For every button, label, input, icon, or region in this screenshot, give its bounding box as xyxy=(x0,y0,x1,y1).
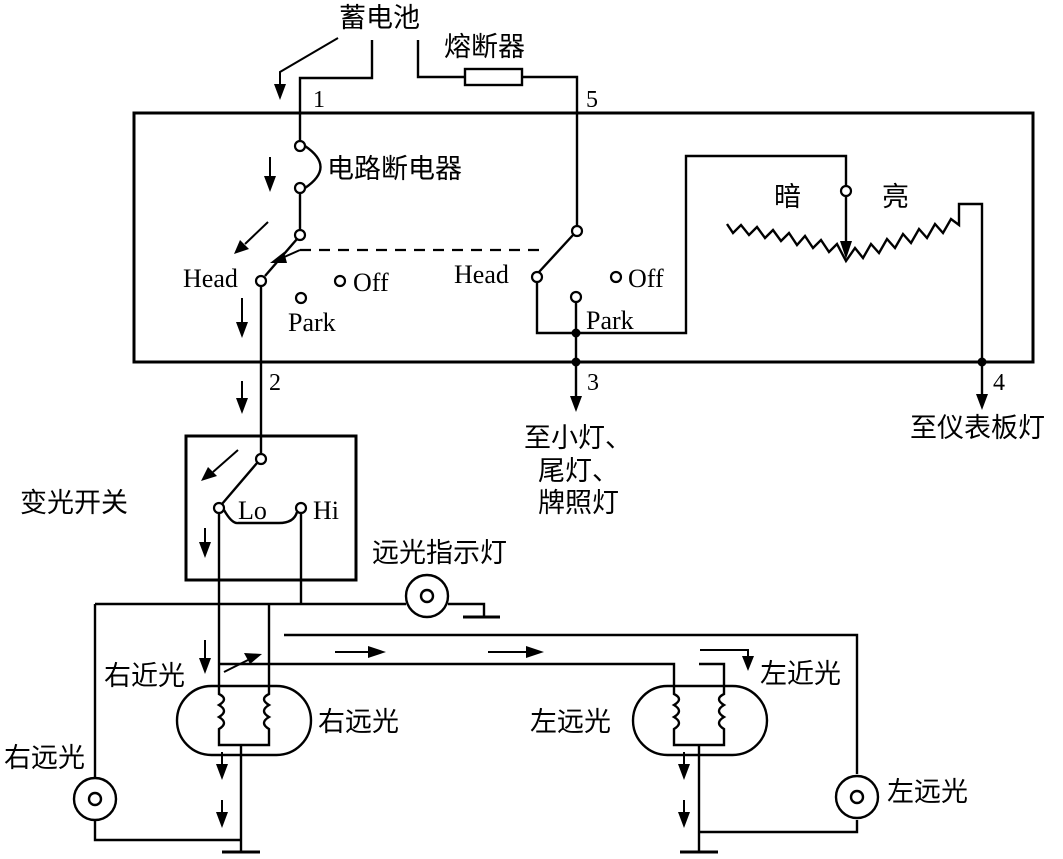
head-switch-pivot-right xyxy=(570,224,584,238)
to-dash-label: 至仪表板灯 xyxy=(910,413,1045,444)
off-right-label: Off xyxy=(628,264,664,293)
dimmer-switch-housing xyxy=(184,434,358,582)
battery-label: 蓄电池 xyxy=(339,3,420,34)
arrowhead xyxy=(234,240,249,254)
bright-label: 亮 xyxy=(882,182,909,213)
breaker-contact-top xyxy=(293,139,307,153)
headlight-switch-housing xyxy=(132,111,1035,364)
right-high-inner-label: 右远光 xyxy=(318,707,399,738)
terminal-1-label: 1 xyxy=(313,87,325,113)
right-high-arrow xyxy=(223,659,249,673)
wire-low-bus xyxy=(219,662,676,688)
terminal-3-label: 3 xyxy=(587,370,599,396)
arrowhead xyxy=(742,656,754,671)
arrowhead xyxy=(244,653,262,664)
high-beam-indicator-label: 远光指示灯 xyxy=(372,538,507,569)
blade-current-arrow-left xyxy=(244,221,269,245)
right-headlamp-bulb xyxy=(175,684,313,757)
arrowhead xyxy=(570,396,582,412)
battery-wire-1 xyxy=(298,40,374,143)
right-high-outer-filament xyxy=(87,791,103,807)
park-right-label: Park xyxy=(586,306,634,335)
arrowhead xyxy=(236,322,248,338)
terminal-5-label: 5 xyxy=(586,87,598,113)
off-left-label: Off xyxy=(353,268,389,297)
dimmer-blade xyxy=(221,462,258,505)
left-high-outer-label: 左远光 xyxy=(887,777,968,808)
fuse-label: 熔断器 xyxy=(444,32,525,63)
lo-label: Lo xyxy=(238,496,267,525)
right-high-outer-lamp xyxy=(72,776,118,822)
arrowhead xyxy=(199,658,211,674)
to-lamps-label-1: 至小灯、 xyxy=(524,423,632,454)
junction-dot xyxy=(571,357,581,367)
circuit-breaker-element xyxy=(304,145,322,189)
left-high-outer-lamp xyxy=(834,774,880,820)
wire-high-bus xyxy=(284,633,859,834)
right-high-outer-label: 右远光 xyxy=(4,743,85,774)
lo-contact xyxy=(212,501,226,515)
battery-wire-5 xyxy=(416,40,579,227)
left-low-arrow xyxy=(700,649,749,658)
rheostat-resistor xyxy=(726,202,984,398)
right-switch-blade xyxy=(538,234,574,273)
park-left-label: Park xyxy=(288,308,336,337)
park-contact-right xyxy=(569,290,583,304)
junction-dot xyxy=(977,357,987,367)
dimmer-current-arrow xyxy=(212,449,239,473)
head-left-label: Head xyxy=(183,264,238,293)
dimmer-switch-label: 变光开关 xyxy=(20,488,128,519)
hi-contact xyxy=(294,501,308,515)
breaker-contact-bottom xyxy=(293,181,307,195)
arrowhead xyxy=(678,812,690,828)
terminal-2-label: 2 xyxy=(269,370,281,396)
indicator-filament xyxy=(419,588,435,604)
high-beam-indicator-lamp xyxy=(404,573,450,619)
arrowhead xyxy=(270,252,287,263)
right-low-label: 右近光 xyxy=(104,661,185,692)
head-switch-pivot-left xyxy=(293,228,307,242)
dim-label: 暗 xyxy=(774,182,801,213)
terminal-4-label: 4 xyxy=(993,370,1005,396)
hi-label: Hi xyxy=(313,496,339,525)
left-filaments xyxy=(671,662,727,747)
head-contact-left xyxy=(254,274,268,288)
park-contact-left xyxy=(294,291,308,305)
arrowhead xyxy=(264,176,276,192)
off-contact-right xyxy=(609,270,623,284)
arrowhead xyxy=(274,84,286,100)
off-contact-left xyxy=(333,274,347,288)
junction-dot xyxy=(571,328,581,338)
circuit-breaker-label: 电路断电器 xyxy=(327,154,462,185)
wire-head-park-joint xyxy=(535,154,848,335)
to-lamps-label-2: 尾灯、 xyxy=(538,456,619,487)
left-high-inner-label: 左远光 xyxy=(530,707,611,738)
arrowhead xyxy=(526,646,544,658)
rheostat-wiper-pivot xyxy=(839,184,853,198)
fuse xyxy=(463,67,524,87)
battery-current-arrow xyxy=(279,37,339,90)
arrowhead xyxy=(368,646,386,658)
to-lamps-label-3: 牌照灯 xyxy=(538,488,619,519)
right-low-filament xyxy=(216,688,272,747)
arrowhead xyxy=(199,542,211,558)
head-right-label: Head xyxy=(454,260,509,289)
lo-hi-bridge xyxy=(222,509,299,525)
indicator-ground-wire xyxy=(448,602,486,617)
arrowhead xyxy=(678,764,690,780)
left-low-label: 左近光 xyxy=(760,659,841,690)
left-high-outer-filament xyxy=(849,789,865,805)
dimmer-pivot xyxy=(254,452,268,466)
arrowhead xyxy=(840,241,852,259)
arrowhead xyxy=(216,764,228,780)
right-high-outer-wire xyxy=(93,604,241,842)
head-contact-right xyxy=(530,270,544,284)
arrowhead xyxy=(216,812,228,828)
arrowhead xyxy=(201,467,217,481)
arrowhead xyxy=(236,398,248,414)
arrowhead xyxy=(976,394,988,410)
